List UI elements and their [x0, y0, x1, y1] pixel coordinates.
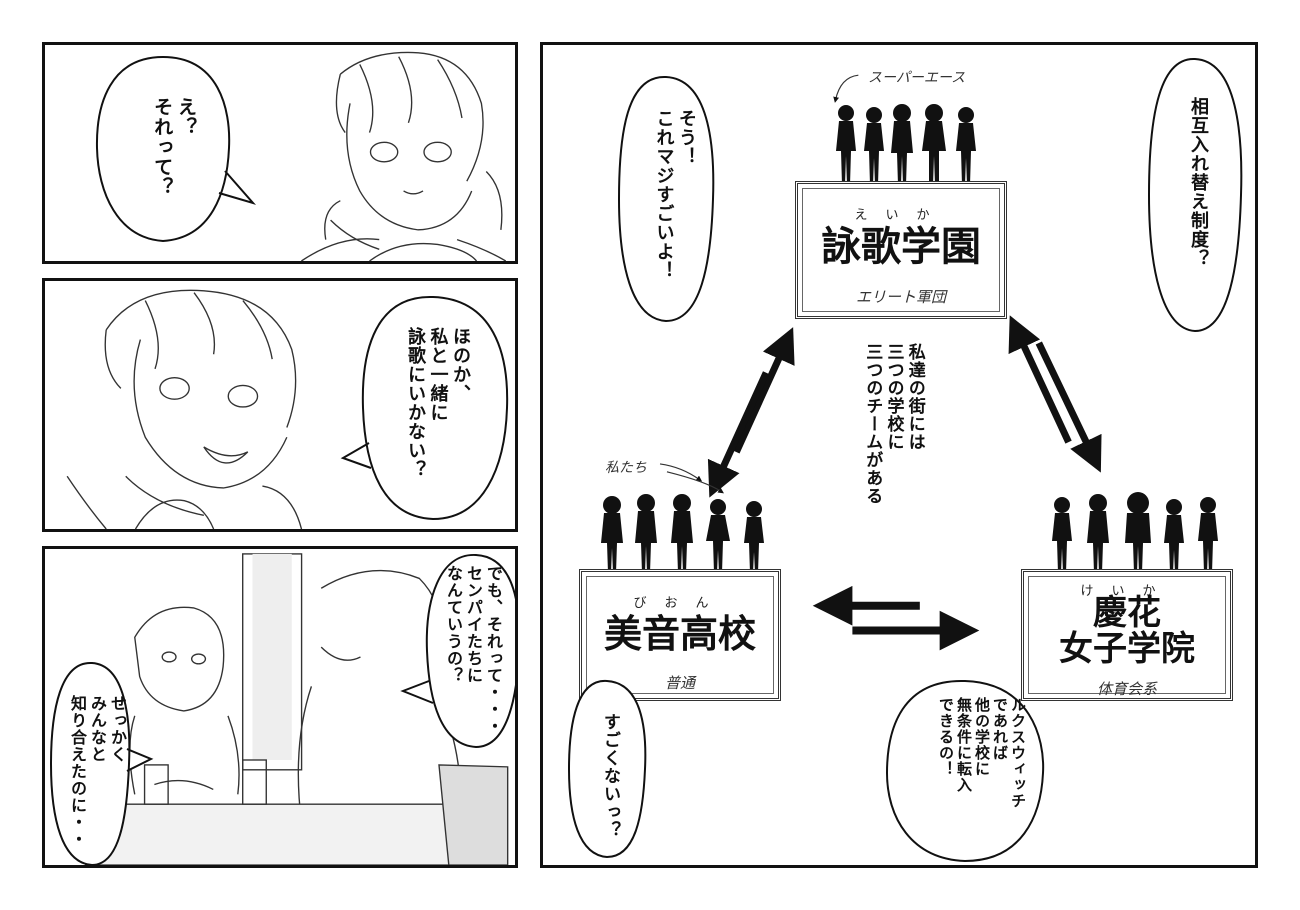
manga-panel-2: ほのか、 私と一緒に 詠歌にいかない？: [42, 278, 518, 532]
speech-bubble: ほのか、 私と一緒に 詠歌にいかない？: [340, 293, 513, 523]
keika-girls-academy-name: 慶花 女子学院: [1059, 593, 1195, 669]
us-note: 私たち: [605, 460, 647, 476]
bubble-text: ルクスウィッチ であれば 他の学校に 無条件に転入 できるの！: [937, 697, 1027, 809]
arrows-layer: [659, 74, 1102, 651]
bion-team-silhouettes: [601, 494, 764, 573]
speech-bubble: せっかく みんなと 知り合えたのに・・: [47, 659, 154, 865]
exchange-arrow-eika-bion: [707, 327, 795, 498]
bion-high-school-sign: びおん 美音高校 普通: [579, 569, 781, 701]
bubble-text: え？ それって？: [151, 97, 197, 197]
girl-smiling-art: [66, 289, 303, 529]
center-narration: 私達の街には 三つの学校に 三つのチームがある: [862, 343, 925, 505]
manga-panel-1: え？ それって？: [42, 42, 518, 264]
bion-high-school-name: 美音高校: [603, 611, 756, 656]
bubble-text: すごくないっ？: [600, 713, 620, 839]
eika-academy-subtitle: エリート軍団: [855, 288, 946, 306]
speech-bubble: すごくないっ？: [565, 677, 649, 861]
speech-bubble: ルクスウィッチ であれば 他の学校に 無条件に転入 できるの！: [881, 677, 1049, 865]
keika-girls-academy-subtitle: 体育会系: [1096, 680, 1157, 698]
bubble-text: でも、それって・・・ センパイたちに なんていうの？: [444, 565, 503, 735]
two-girls-at-table-art: [84, 553, 509, 865]
keika-team-silhouettes: [1052, 492, 1218, 573]
eika-team-silhouettes: [836, 104, 976, 185]
keika-ruby: けいか: [1080, 584, 1174, 599]
bubble-text: せっかく みんなと 知り合えたのに・・: [68, 695, 127, 848]
speech-bubble: でも、それって・・・ センパイたちに なんていうの？: [400, 551, 515, 751]
bubble-text: ほのか、 私と一緒に 詠歌にいかない？: [405, 327, 471, 479]
keika-girls-academy-sign: けいか 慶花 女子学院 体育会系: [1021, 569, 1233, 701]
exchange-arrow-eika-keika: [1008, 315, 1102, 473]
bion-ruby: びおん: [633, 596, 727, 611]
speech-bubble: そう！ これマジすごいよ！: [613, 73, 719, 325]
eika-academy-sign: えいか 詠歌学園 エリート軍団: [795, 181, 1007, 319]
eika-academy-name: 詠歌学園: [821, 223, 981, 270]
bion-high-school-subtitle: 普通: [664, 674, 695, 692]
super-ace-note: スーパーエース: [868, 70, 966, 86]
speech-bubble: え？ それって？: [93, 53, 257, 245]
girl-closeup-art: [301, 51, 507, 261]
exchange-arrow-bion-keika: [812, 585, 980, 651]
school-diagram-panel: スーパーエース えいか 詠歌学園 エリート軍団 私たち びおん 美音高校 普通: [540, 42, 1258, 868]
bubble-text: そう！ これマジすごいよ！: [653, 109, 698, 280]
manga-panel-3: でも、それって・・・ センパイたちに なんていうの？ せっかく みんなと 知り合…: [42, 546, 518, 868]
bubble-text: 相互入れ替え制度？: [1188, 97, 1209, 268]
speech-bubble: 相互入れ替え制度？: [1145, 55, 1245, 335]
eika-ruby: えいか: [854, 208, 948, 223]
